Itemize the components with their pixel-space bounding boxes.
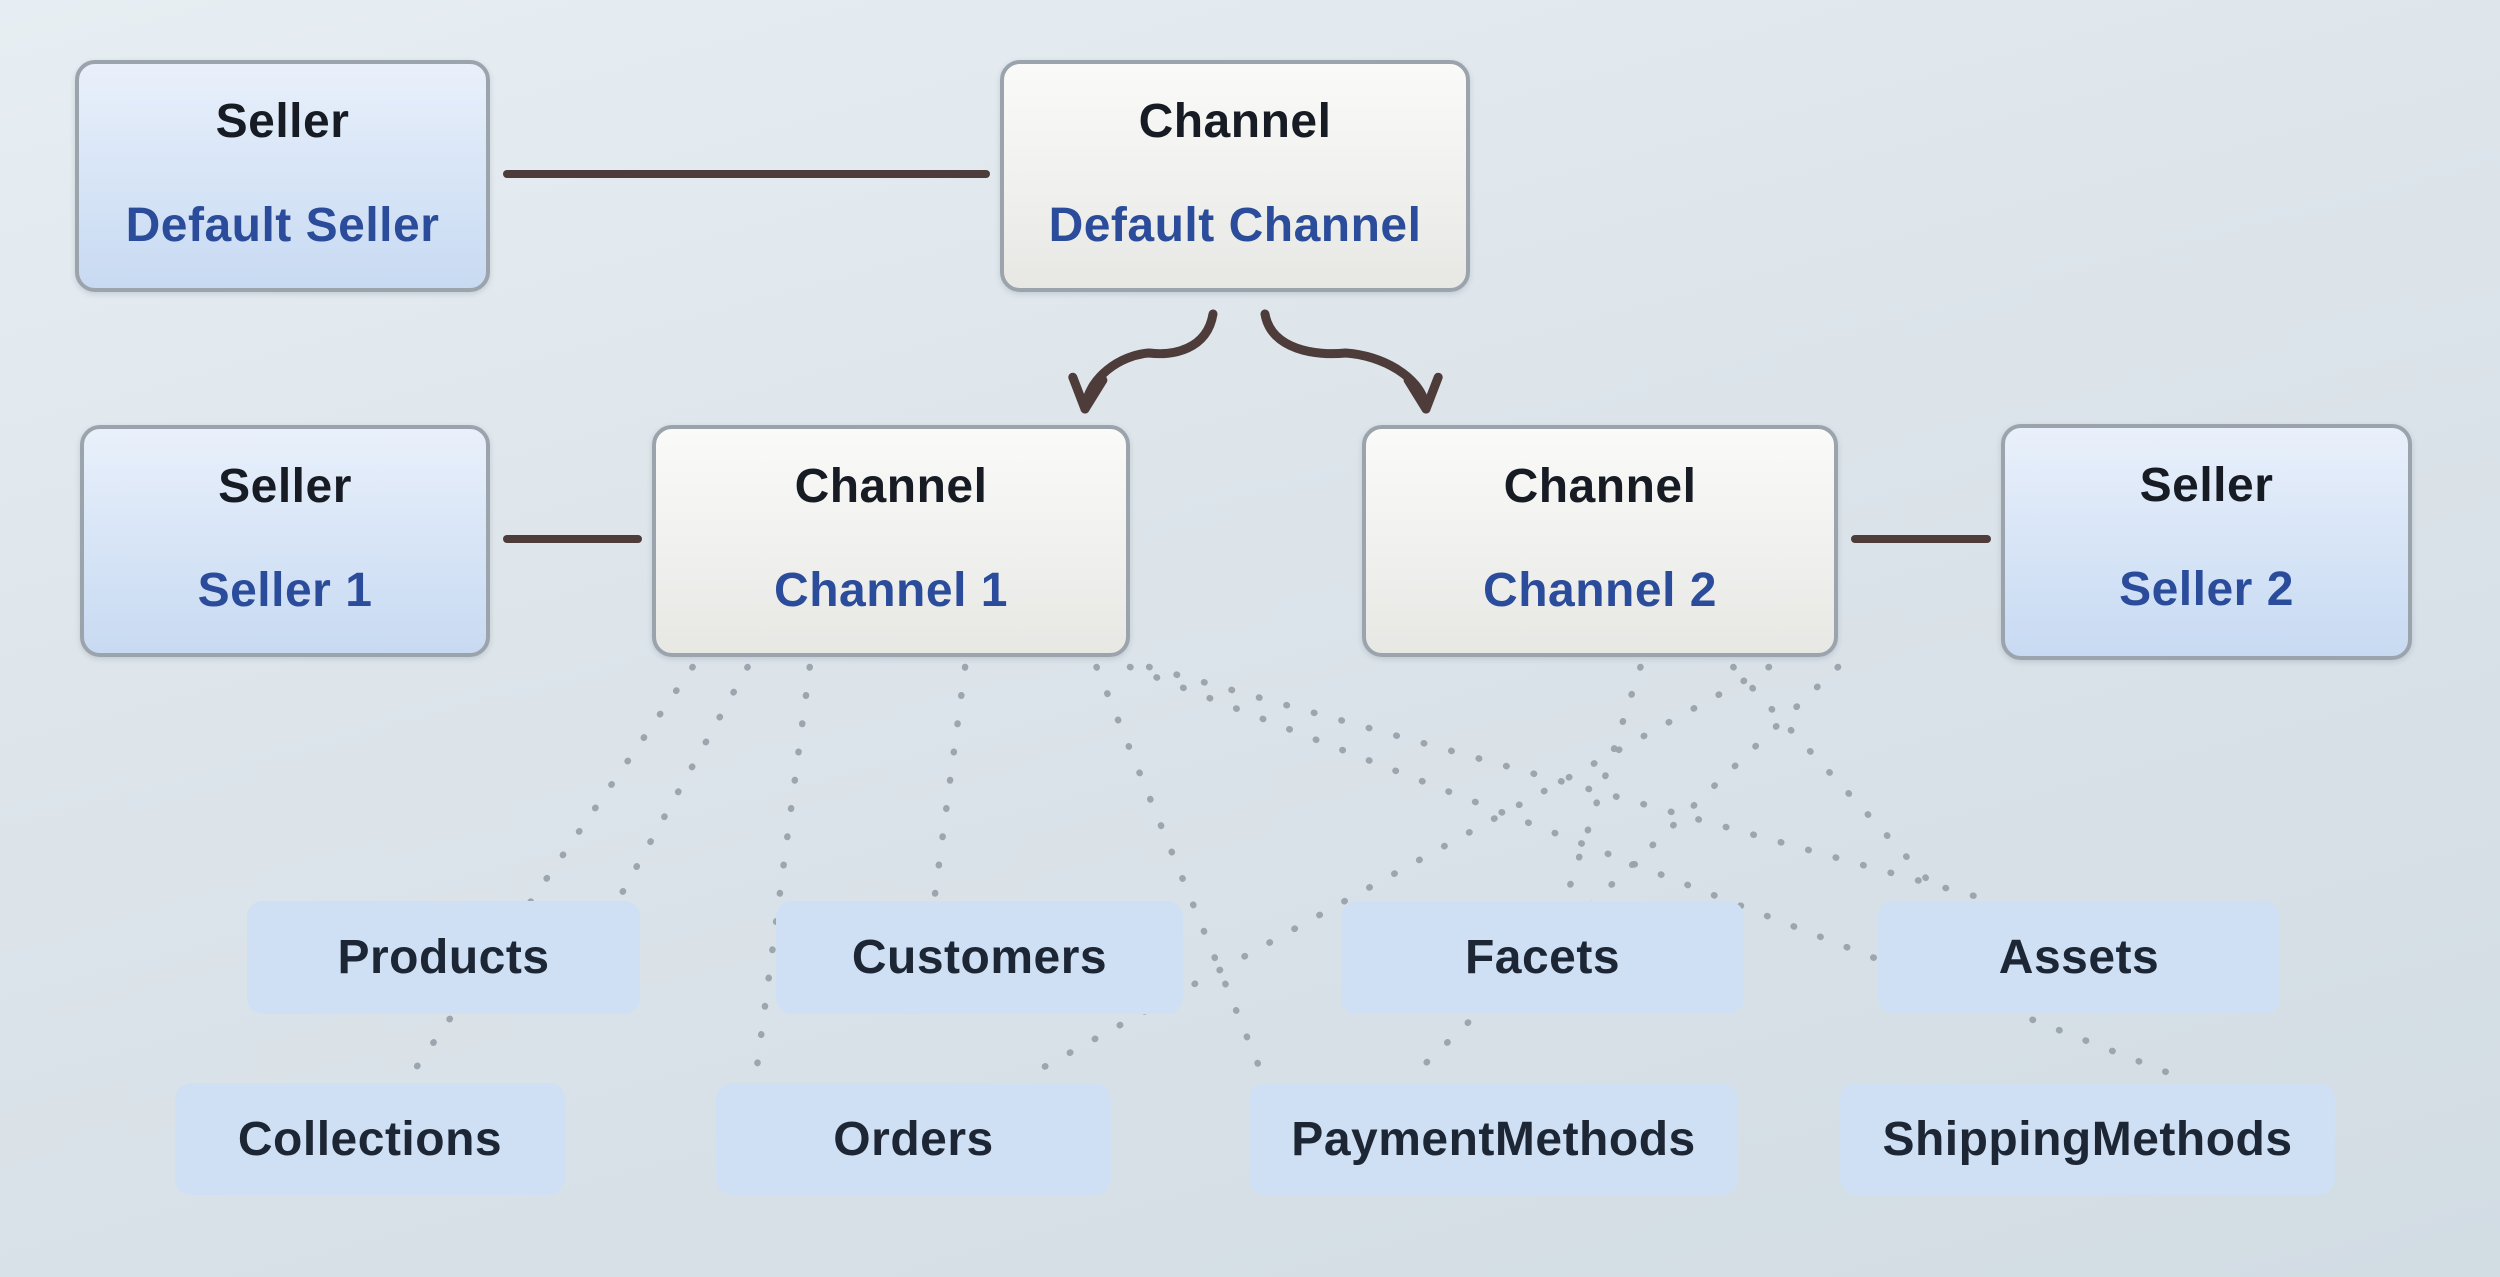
node-subtitle: Channel 1 (774, 564, 1008, 617)
node-seller-2: Seller Seller 2 (2001, 424, 2412, 660)
entity-shipping-methods: ShippingMethods (1840, 1083, 2335, 1195)
node-title: Seller (218, 460, 352, 513)
node-subtitle: Default Seller (125, 199, 440, 252)
node-default-seller: Seller Default Seller (75, 60, 490, 292)
entity-products: Products (247, 901, 640, 1014)
node-subtitle: Seller 2 (2119, 563, 2294, 616)
node-title: Channel (794, 460, 988, 513)
entity-assets: Assets (1878, 901, 2280, 1014)
node-subtitle: Seller 1 (197, 564, 373, 617)
entity-facets: Facets (1341, 901, 1744, 1014)
node-title: Seller (215, 95, 350, 148)
entity-customers: Customers (776, 901, 1183, 1014)
entity-collections: Collections (175, 1083, 565, 1195)
node-channel-2: Channel Channel 2 (1362, 425, 1838, 657)
node-subtitle: Channel 2 (1483, 564, 1717, 617)
node-default-channel: Channel Default Channel (1000, 60, 1470, 292)
node-title: Seller (2139, 459, 2274, 512)
entity-orders: Orders (716, 1083, 1111, 1195)
entity-payment-methods: PaymentMethods (1249, 1083, 1738, 1195)
node-subtitle: Default Channel (1048, 199, 1422, 252)
node-title: Channel (1138, 95, 1332, 148)
node-title: Channel (1503, 460, 1697, 513)
node-seller-1: Seller Seller 1 (80, 425, 490, 657)
node-channel-1: Channel Channel 1 (652, 425, 1130, 657)
